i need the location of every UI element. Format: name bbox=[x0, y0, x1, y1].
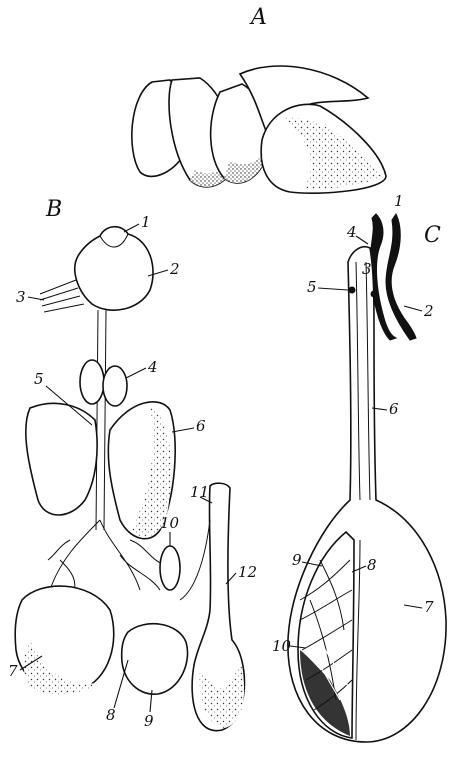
label-c-8: 8 bbox=[367, 556, 377, 574]
panel-b-lobe-9 bbox=[122, 624, 188, 694]
label-c-3: 3 bbox=[362, 260, 372, 278]
label-c-4: 4 bbox=[346, 223, 357, 241]
label-b-2: 2 bbox=[169, 260, 180, 278]
label-b-11: 11 bbox=[190, 483, 209, 501]
panel-b-lobe-right bbox=[103, 366, 127, 406]
label-b-1: 1 bbox=[141, 213, 151, 231]
panel-letter-b: B bbox=[45, 197, 62, 222]
panel-c-hook-right bbox=[386, 214, 416, 340]
panel-b-sac-10 bbox=[160, 546, 180, 590]
label-b-4: 4 bbox=[147, 358, 158, 376]
label-b-10: 10 bbox=[160, 514, 180, 532]
label-c-10: 10 bbox=[272, 637, 292, 655]
panel-b-lobe-left bbox=[80, 360, 104, 404]
label-c-2: 2 bbox=[423, 302, 434, 320]
label-c-1: 1 bbox=[394, 192, 404, 210]
panel-letter-a: A bbox=[249, 5, 267, 30]
panel-a: A bbox=[132, 5, 386, 193]
label-b-8: 8 bbox=[106, 706, 116, 724]
label-c-6: 6 bbox=[389, 400, 399, 418]
label-b-3: 3 bbox=[16, 288, 26, 306]
panel-letter-c: C bbox=[424, 223, 441, 248]
label-b-12: 12 bbox=[238, 563, 257, 581]
panel-b-shaft bbox=[96, 310, 106, 530]
label-b-7: 7 bbox=[8, 662, 18, 680]
panel-b: B bbox=[15, 197, 244, 731]
panel-b-head bbox=[75, 227, 153, 310]
label-c-9: 9 bbox=[292, 551, 302, 569]
label-b-5: 5 bbox=[34, 370, 44, 388]
label-b-9: 9 bbox=[144, 712, 154, 730]
label-b-6: 6 bbox=[196, 417, 206, 435]
label-c-5: 5 bbox=[307, 278, 317, 296]
label-c-7: 7 bbox=[424, 598, 434, 616]
